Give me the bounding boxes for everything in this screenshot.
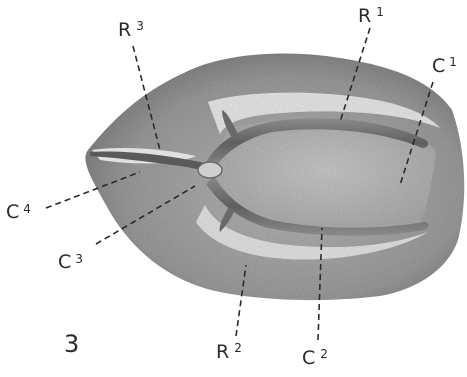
junction-knob	[198, 162, 222, 178]
figure-number: 3	[64, 330, 79, 358]
